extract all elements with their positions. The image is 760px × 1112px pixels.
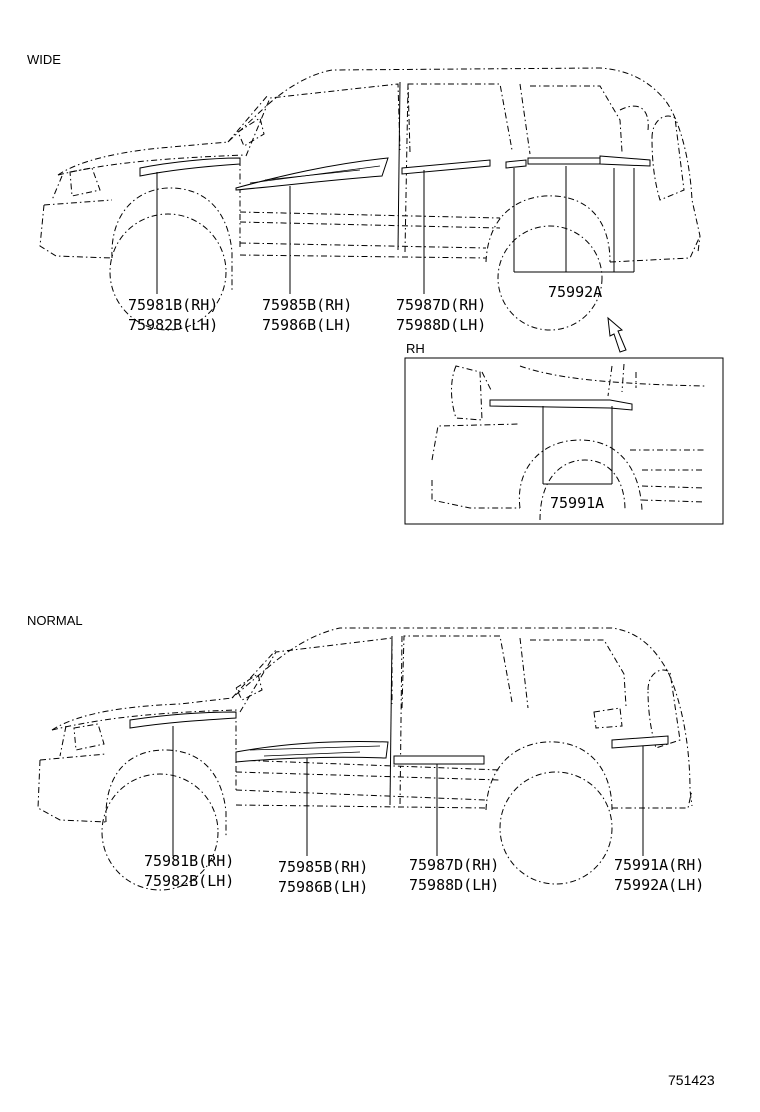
inset-title-rh: RH: [406, 341, 425, 356]
vehicle-outline-normal: [37, 627, 693, 891]
part-labels-normal: 75981B(RH) 75982B(LH) 75985B(RH) 75986B(…: [144, 852, 704, 896]
label-normal-front-door-rh: 75985B(RH): [278, 858, 368, 876]
label-wide-rear-door-lh: 75988D(LH): [396, 316, 486, 334]
label-normal-rear-door-lh: 75988D(LH): [409, 876, 499, 894]
leader-lines-wide: [156, 166, 635, 294]
inset-detail-rh: 75991A: [404, 357, 724, 525]
label-wide-fender-rh: 75981B(RH): [128, 296, 218, 314]
section-title-wide: WIDE: [27, 52, 61, 67]
label-wide-quarter: 75992A: [548, 283, 602, 301]
arrow-up-icon: [607, 316, 627, 353]
label-wide-rear-door-rh: 75987D(RH): [396, 296, 486, 314]
label-wide-front-door-rh: 75985B(RH): [262, 296, 352, 314]
part-labels-wide: 75981B(RH) 75982B(LH) 75985B(RH) 75986B(…: [128, 283, 602, 334]
label-wide-front-door-lh: 75986B(LH): [262, 316, 352, 334]
label-normal-quarter-rh: 75991A(RH): [614, 856, 704, 874]
label-inset-quarter: 75991A: [550, 494, 604, 512]
label-normal-quarter-lh: 75992A(LH): [614, 876, 704, 894]
label-normal-fender-rh: 75981B(RH): [144, 852, 234, 870]
label-wide-fender-lh: 75982B(LH): [128, 316, 218, 334]
label-normal-front-door-lh: 75986B(LH): [278, 878, 368, 896]
leader-lines-normal: [172, 726, 644, 856]
figure-code: 751423: [668, 1072, 715, 1088]
section-title-normal: NORMAL: [27, 613, 83, 628]
label-normal-fender-lh: 75982B(LH): [144, 872, 234, 890]
label-normal-rear-door-rh: 75987D(RH): [409, 856, 499, 874]
